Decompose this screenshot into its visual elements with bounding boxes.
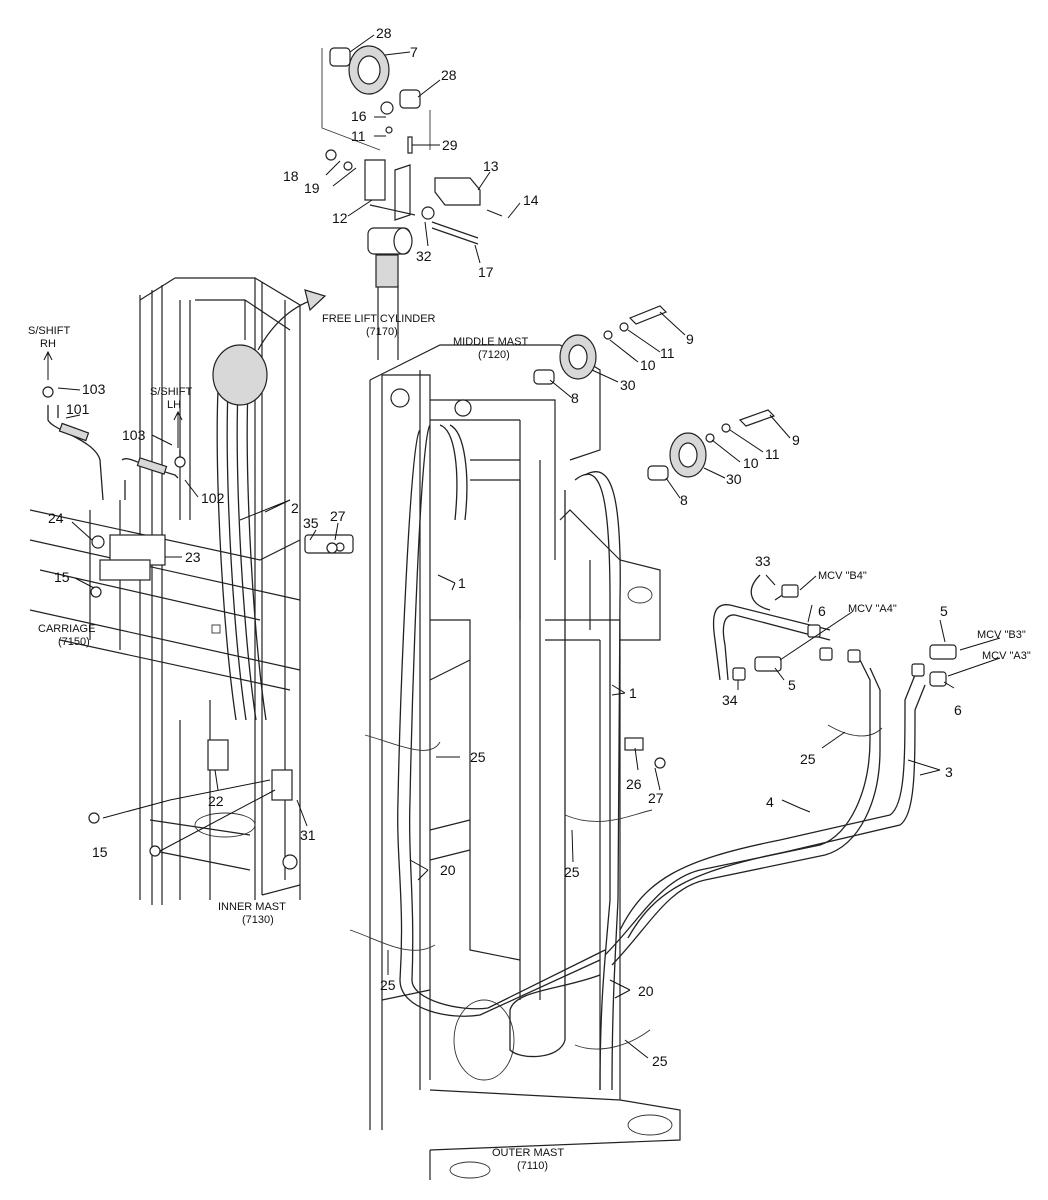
callout-25-right: 25: [800, 751, 816, 767]
callout-15-mid: 15: [92, 844, 108, 860]
label-carriage-line2: (7150): [58, 636, 90, 648]
callout-1-outer: 1: [629, 685, 637, 701]
callout-18: 18: [283, 168, 299, 184]
part-callouts: 28 7 28 16 11 29 13 18 19 14 12 32 17 9 …: [48, 25, 962, 1069]
callout-34: 34: [722, 692, 738, 708]
callout-23: 23: [185, 549, 201, 565]
callout-5-right: 5: [940, 603, 948, 619]
label-inner-mast-line2: (7130): [242, 914, 274, 926]
callout-8-top: 8: [571, 390, 579, 406]
callout-19: 19: [304, 180, 320, 196]
callout-24: 24: [48, 510, 64, 526]
mast-rollers: [329, 45, 776, 481]
callout-102: 102: [201, 490, 225, 506]
callout-10-top: 10: [640, 357, 656, 373]
middle-mast-drawing: [369, 344, 601, 1130]
callout-6-top: 6: [818, 603, 826, 619]
callout-17: 17: [478, 264, 494, 280]
callout-2: 2: [291, 500, 299, 516]
fittings: [42, 386, 957, 857]
inner-mast-drawing: [139, 277, 301, 905]
callout-101: 101: [66, 401, 90, 417]
free-lift-cylinder-head: [321, 48, 503, 360]
label-mcv-a4: MCV "A4": [848, 603, 897, 615]
callout-22: 22: [208, 793, 224, 809]
callout-27-top: 27: [330, 508, 346, 524]
label-sshift-lh-line1: S/SHIFT: [150, 386, 192, 398]
outer-mast-drawing: [429, 509, 681, 1180]
label-free-lift-cylinder-line2: (7170): [366, 326, 398, 338]
callout-30-top: 30: [620, 377, 636, 393]
callout-10-right: 10: [743, 455, 759, 471]
label-sshift-lh-line2: LH: [167, 399, 181, 411]
callout-103-mid: 103: [122, 427, 146, 443]
callout-15-top: 15: [54, 569, 70, 585]
callout-30-right: 30: [726, 471, 742, 487]
callout-11-mid: 11: [660, 345, 675, 361]
callout-12: 12: [332, 210, 348, 226]
callout-1-middle: 1: [458, 575, 466, 591]
hydraulic-hoses: [47, 289, 926, 1091]
label-sshift-rh-line2: RH: [40, 338, 56, 350]
callout-25-bottom-left: 25: [380, 977, 396, 993]
label-mcv-b4: MCV "B4": [818, 570, 867, 582]
callout-20-bottom: 20: [638, 983, 654, 999]
carriage-drawing: [29, 500, 301, 691]
callout-4: 4: [766, 794, 774, 810]
callout-27-bottom: 27: [648, 790, 664, 806]
callout-25-outer: 25: [564, 864, 580, 880]
callout-6-right: 6: [954, 702, 962, 718]
callout-29: 29: [442, 137, 458, 153]
label-sshift-rh-line1: S/SHIFT: [28, 325, 70, 337]
label-carriage-line1: CARRIAGE: [38, 623, 95, 635]
leader-lines: [57, 34, 1001, 1059]
label-middle-mast-line1: MIDDLE MAST: [453, 336, 528, 348]
callout-16: 16: [351, 108, 367, 124]
callout-7: 7: [410, 44, 418, 60]
label-middle-mast-line2: (7120): [478, 349, 510, 361]
callout-11-right: 11: [765, 446, 780, 462]
callout-9-top: 9: [686, 331, 694, 347]
callout-8-right: 8: [680, 492, 688, 508]
callout-11-top: 11: [351, 128, 366, 144]
label-inner-mast-line1: INNER MAST: [218, 901, 286, 913]
callout-31: 31: [300, 827, 316, 843]
callout-103-top: 103: [82, 381, 106, 397]
callout-28-top: 28: [376, 25, 392, 41]
callout-25-bottom-right: 25: [652, 1053, 668, 1069]
assembly-labels: S/SHIFT RH S/SHIFT LH FREE LIFT CYLINDER…: [28, 313, 1031, 1172]
callout-25-middle: 25: [470, 749, 486, 765]
callout-20-middle: 20: [440, 862, 456, 878]
label-mcv-b3: MCV "B3": [977, 629, 1026, 641]
label-outer-mast-line2: (7110): [517, 1160, 548, 1172]
label-outer-mast-line1: OUTER MAST: [492, 1147, 564, 1159]
callout-9-right: 9: [792, 432, 800, 448]
callout-13: 13: [483, 158, 499, 174]
callout-5-left: 5: [788, 677, 796, 693]
callout-3: 3: [945, 764, 953, 780]
callout-26: 26: [626, 776, 642, 792]
callout-33: 33: [755, 553, 771, 569]
label-free-lift-cylinder-line1: FREE LIFT CYLINDER: [322, 313, 436, 325]
callout-35: 35: [303, 515, 319, 531]
callout-28-right: 28: [441, 67, 457, 83]
callout-32: 32: [416, 248, 432, 264]
label-mcv-a3: MCV "A3": [982, 650, 1031, 662]
callout-14: 14: [523, 192, 539, 208]
